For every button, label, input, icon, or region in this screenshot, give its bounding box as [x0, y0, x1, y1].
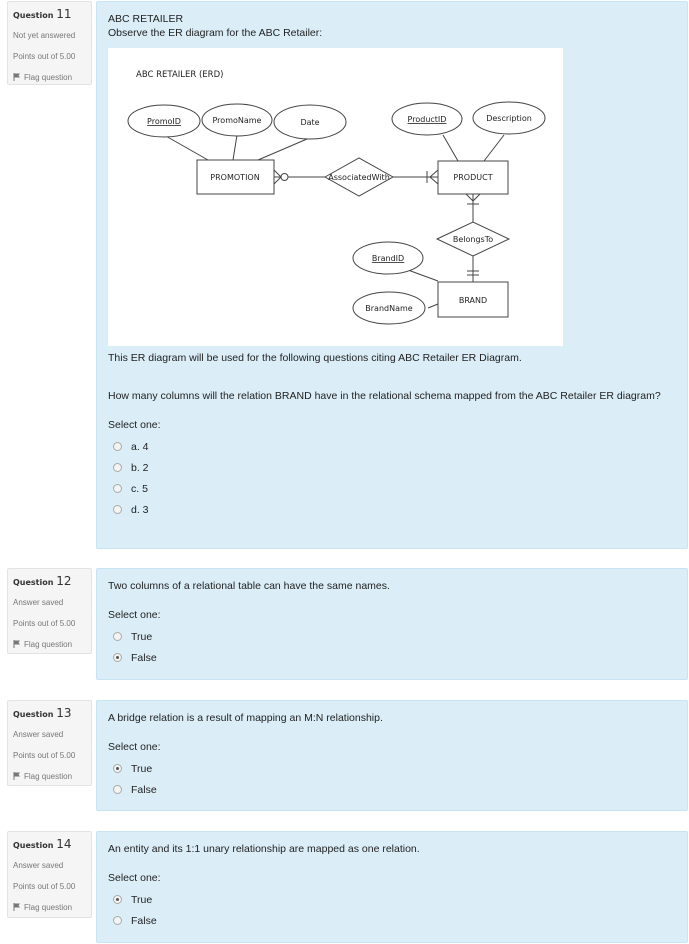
radio-button[interactable]: [113, 653, 122, 662]
answer-option[interactable]: a. 4: [108, 436, 677, 457]
answer-option-label: False: [131, 651, 157, 664]
erd-attribute-description-label: Description: [486, 114, 532, 123]
question-state: Answer saved: [13, 730, 64, 739]
question-content: Two columns of a relational table can ha…: [96, 568, 688, 680]
question-number: Question 11: [13, 7, 72, 21]
erd-attribute-promoid: [127, 104, 201, 138]
answer-option-label: True: [131, 762, 153, 775]
erd-attribute-promoname: [201, 103, 273, 137]
question-number: Question 12: [13, 574, 72, 588]
answer-option-label: a. 4: [131, 440, 149, 453]
flag-question-link[interactable]: Flag question: [13, 903, 86, 912]
question-number: Question 14: [13, 837, 72, 851]
radio-button[interactable]: [113, 463, 122, 472]
question-state: Answer saved: [13, 598, 64, 607]
erd-attribute-date: [273, 104, 347, 140]
radio-button[interactable]: [113, 632, 122, 641]
question-content: A bridge relation is a result of mapping…: [96, 700, 688, 811]
erd-attribute-description: [472, 101, 546, 135]
question-content: An entity and its 1:1 unary relationship…: [96, 831, 688, 943]
radio-button[interactable]: [113, 916, 122, 925]
answer-option[interactable]: c. 5: [108, 478, 677, 499]
answer-option[interactable]: b. 2: [108, 457, 677, 478]
question-points: Points out of 5.00: [13, 52, 76, 61]
answer-option[interactable]: True: [108, 889, 677, 910]
select-one-label: Select one:: [108, 741, 161, 753]
question-info: Question 13 Answer saved Points out of 5…: [7, 700, 92, 786]
answer-option-label: d. 3: [131, 503, 149, 516]
erd-attribute-brandid: [352, 241, 424, 275]
answer-option-label: False: [131, 914, 157, 927]
answer-option[interactable]: True: [108, 626, 677, 647]
erd-entity-product-label: PRODUCT: [453, 173, 492, 182]
flag-icon: [13, 903, 20, 911]
radio-button[interactable]: [113, 764, 122, 773]
question-prompt-text: How many columns will the relation BRAND…: [108, 390, 661, 402]
erd-relationship-associatedwith-label: AssociatedWith: [328, 173, 390, 182]
question-info: Question 14 Answer saved Points out of 5…: [7, 831, 92, 918]
question-text: Two columns of a relational table can ha…: [108, 580, 390, 592]
radio-button[interactable]: [113, 484, 122, 493]
question-points: Points out of 5.00: [13, 751, 76, 760]
question-state: Not yet answered: [13, 31, 76, 40]
erd-attribute-promoid-label: PromoID: [147, 117, 181, 126]
question-points: Points out of 5.00: [13, 619, 76, 628]
answer-option-label: True: [131, 630, 153, 643]
answer-option-label: c. 5: [131, 482, 148, 495]
erd-entity-brand: [437, 281, 509, 318]
erd-entity-brand-label: BRAND: [459, 296, 487, 305]
erd-attribute-brandname-label: BrandName: [365, 304, 413, 313]
question-text: A bridge relation is a result of mapping…: [108, 712, 383, 724]
flag-icon: [13, 73, 20, 81]
select-one-label: Select one:: [108, 872, 161, 884]
question-state: Answer saved: [13, 861, 64, 870]
flag-icon: [13, 640, 20, 648]
answer-block: Select one: True False: [108, 609, 677, 668]
erd-attribute-date-label: Date: [300, 118, 319, 127]
answer-block: Select one: True False: [108, 872, 677, 931]
flag-question-link[interactable]: Flag question: [13, 772, 86, 781]
answer-option-label: True: [131, 893, 153, 906]
question-info: Question 11 Not yet answered Points out …: [7, 1, 92, 85]
select-one-label: Select one:: [108, 419, 161, 431]
radio-button[interactable]: [113, 442, 122, 451]
erd-title: ABC RETAILER (ERD): [136, 70, 223, 80]
answer-option[interactable]: True: [108, 758, 677, 779]
answer-option[interactable]: False: [108, 779, 677, 800]
answer-option[interactable]: False: [108, 910, 677, 931]
question-number: Question 13: [13, 706, 72, 720]
erd-attribute-brandid-label: BrandID: [372, 254, 404, 263]
flag-question-link[interactable]: Flag question: [13, 73, 86, 82]
erd-entity-product: [437, 160, 509, 195]
erd-attribute-promoname-label: PromoName: [213, 116, 262, 125]
radio-button[interactable]: [113, 895, 122, 904]
answer-option-label: b. 2: [131, 461, 149, 474]
flag-icon: [13, 772, 20, 780]
erd-attribute-brandname: [352, 291, 426, 325]
answer-option[interactable]: d. 3: [108, 499, 677, 520]
flag-question-link[interactable]: Flag question: [13, 640, 86, 649]
erd-diagram: ABC RETAILER (ERD): [108, 48, 563, 346]
answer-block: Select one: True False: [108, 741, 677, 800]
question-text: Observe the ER diagram for the ABC Retai…: [108, 27, 323, 39]
radio-button[interactable]: [113, 785, 122, 794]
erd-entity-promotion-label: PROMOTION: [210, 173, 259, 182]
erd-attribute-productid-label: ProductID: [408, 115, 447, 124]
answer-option-label: False: [131, 783, 157, 796]
select-one-label: Select one:: [108, 609, 161, 621]
question-title: ABC RETAILER: [108, 13, 184, 25]
question-info: Question 12 Answer saved Points out of 5…: [7, 568, 92, 654]
erd-relationship-belongsto: [435, 221, 511, 257]
question-content: ABC RETAILER Observe the ER diagram for …: [96, 1, 688, 549]
answer-block: Select one: a. 4 b. 2 c. 5 d. 3: [108, 419, 677, 520]
erd-relationship-belongsto-label: BelongsTo: [453, 235, 493, 244]
answer-option[interactable]: False: [108, 647, 677, 668]
diagram-caption: This ER diagram will be used for the fol…: [108, 352, 522, 364]
radio-button[interactable]: [113, 505, 122, 514]
erd-attribute-productid: [391, 102, 463, 136]
erd-relationship-associatedwith: [323, 157, 395, 197]
question-points: Points out of 5.00: [13, 882, 76, 891]
question-text: An entity and its 1:1 unary relationship…: [108, 843, 420, 855]
erd-entity-promotion: [196, 159, 275, 195]
